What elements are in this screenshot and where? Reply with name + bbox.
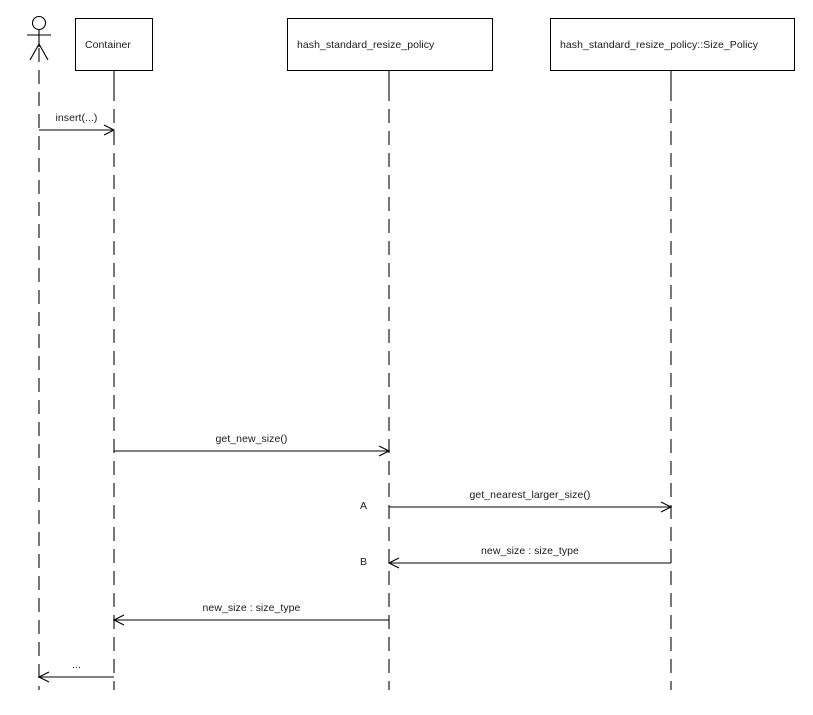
messages-group bbox=[37, 124, 673, 683]
message-label-return-new-size-inner: new_size : size_type bbox=[481, 545, 579, 557]
participant-label-container: Container bbox=[85, 38, 131, 51]
participant-label-size-policy: hash_standard_resize_policy::Size_Policy bbox=[560, 38, 759, 51]
participant-box-container[interactable]: Container bbox=[75, 18, 153, 71]
message-label-return-ellipsis: ... bbox=[72, 659, 81, 671]
lifelines-group bbox=[38, 48, 672, 690]
message-label-return-new-size-outer: new_size : size_type bbox=[202, 602, 301, 614]
annotation-marker-b: B bbox=[360, 556, 368, 568]
actor-stick-figure-icon[interactable] bbox=[27, 15, 51, 61]
message-label-get-nearest-larger-size: get_nearest_larger_size() bbox=[469, 489, 591, 501]
participant-box-hash-standard-resize-policy[interactable]: hash_standard_resize_policy bbox=[287, 18, 493, 71]
message-label-get-new-size: get_new_size() bbox=[215, 433, 288, 445]
message-label-insert: insert(...) bbox=[55, 112, 98, 124]
participant-label-hash-standard-resize-policy: hash_standard_resize_policy bbox=[297, 38, 435, 51]
participant-box-size-policy[interactable]: hash_standard_resize_policy::Size_Policy bbox=[550, 18, 795, 71]
annotation-marker-a: A bbox=[360, 500, 368, 512]
